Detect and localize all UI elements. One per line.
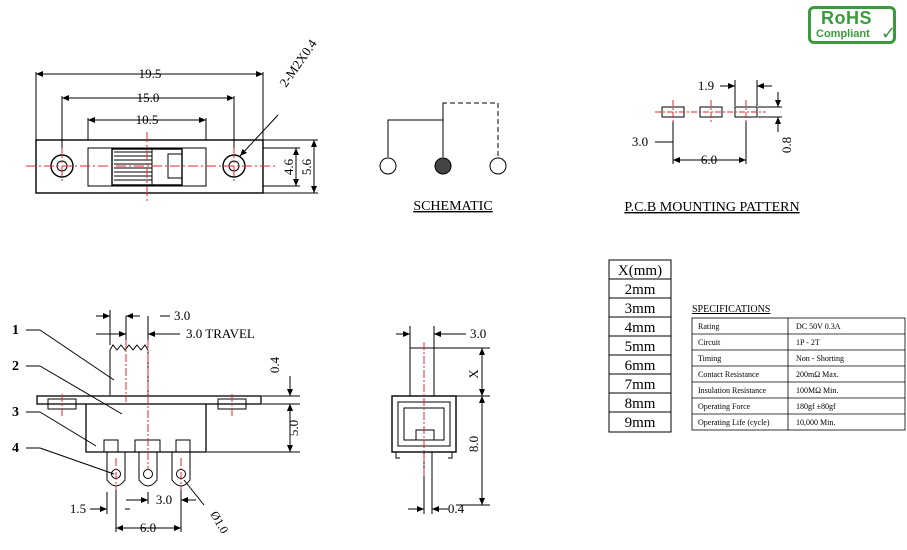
spec-value: 1P - 2T	[796, 338, 820, 347]
spec-value: 180gf ±80gf	[796, 402, 836, 411]
dim-pad-span: 6.0	[701, 152, 717, 167]
rohs-title: RoHS	[821, 8, 872, 28]
x-table-row: 7mm	[625, 377, 656, 393]
spec-label: Contact Resistance	[698, 370, 760, 379]
spec-label: Operating Force	[698, 402, 751, 411]
dim-outer-height: 5.6	[299, 158, 314, 175]
top-view	[35, 71, 318, 194]
x-table-row: 9mm	[625, 415, 656, 431]
spec-label: Circuit	[698, 338, 721, 347]
spec-row: Circuit 1P - 2T	[698, 338, 820, 347]
schematic-title: SCHEMATIC	[413, 199, 492, 214]
callout-3: 3	[12, 405, 19, 420]
top-view-centerlines	[26, 132, 275, 204]
checkmark-icon: ✓	[881, 23, 897, 44]
x-table-row: 5mm	[625, 339, 656, 355]
rohs-badge: RoHS Compliant ✓	[808, 6, 896, 44]
x-table-row: 8mm	[625, 396, 656, 412]
dim-pad-width: 1.9	[698, 78, 714, 93]
end-view	[391, 326, 490, 514]
spec-row: Operating Life (cycle) 10,000 Min.	[698, 418, 835, 427]
x-table-row: 6mm	[625, 358, 656, 374]
dim-hole-diameter: Ø1.0	[207, 509, 231, 537]
spec-value: 10,000 Min.	[796, 418, 835, 427]
dim-actuator-height-x: X	[466, 369, 481, 379]
callout-1: 1	[12, 323, 19, 338]
spec-label: Insulation Resistance	[698, 386, 767, 395]
dim-end-actuator: 3.0	[470, 326, 486, 341]
pcb-centerlines	[655, 100, 766, 124]
spec-row: Operating Force 180gf ±80gf	[698, 402, 836, 411]
pcb-title: P.C.B MOUNTING PATTERN	[624, 200, 799, 215]
x-dimension-table	[608, 259, 672, 433]
dim-pin-span: 6.0	[140, 520, 156, 535]
x-table-header: X(mm)	[618, 263, 662, 279]
dim-slot-length: 10.5	[136, 112, 159, 127]
side-view-centerlines	[61, 340, 233, 490]
spec-row: Timing Non - Shorting	[698, 354, 844, 363]
dim-actuator-width: 3.0	[174, 308, 190, 323]
specifications-title: SPECIFICATIONS	[692, 304, 770, 315]
callout-4: 4	[12, 441, 19, 456]
dim-hole-spacing: 15.0	[137, 90, 160, 105]
dim-overall-width: 19.5	[139, 66, 162, 81]
screw-callout: 2-M2X0.4	[276, 36, 320, 90]
dim-pin-offset: 1.5	[70, 501, 86, 516]
spec-label: Operating Life (cycle)	[698, 418, 770, 427]
spec-value: 200mΩ Max.	[796, 370, 839, 379]
spec-label: Rating	[698, 322, 719, 331]
dim-travel: 3.0 TRAVEL	[186, 326, 255, 341]
pcb-pattern	[655, 80, 782, 164]
dim-body-height: 5.0	[286, 420, 301, 436]
dim-inner-height: 4.6	[281, 158, 296, 175]
dim-pin-pitch: 3.0	[156, 492, 172, 507]
dim-pad-height: 0.8	[779, 137, 794, 153]
spec-row: Rating DC 50V 0.3A	[698, 322, 841, 331]
rohs-subtitle: Compliant	[816, 28, 870, 40]
schematic-diagram	[379, 102, 507, 175]
spec-label: Timing	[698, 354, 721, 363]
dim-pin-thickness: 0.4	[448, 501, 465, 516]
x-table-row: 2mm	[625, 282, 656, 298]
spec-value: Non - Shorting	[796, 354, 844, 363]
spec-value: DC 50V 0.3A	[796, 322, 841, 331]
spec-row: Insulation Resistance 100MΩ Min.	[698, 386, 838, 395]
specifications-table	[691, 317, 906, 431]
spec-row: Contact Resistance 200mΩ Max.	[698, 370, 839, 379]
spec-value: 100MΩ Min.	[796, 386, 838, 395]
x-table-row: 4mm	[625, 320, 656, 336]
dim-flange-thickness: 0.4	[267, 356, 282, 373]
callout-2: 2	[12, 359, 19, 374]
dim-pad-offset: 3.0	[632, 134, 648, 149]
x-table-row: 3mm	[625, 301, 656, 317]
dim-total-height: 8.0	[466, 436, 481, 452]
